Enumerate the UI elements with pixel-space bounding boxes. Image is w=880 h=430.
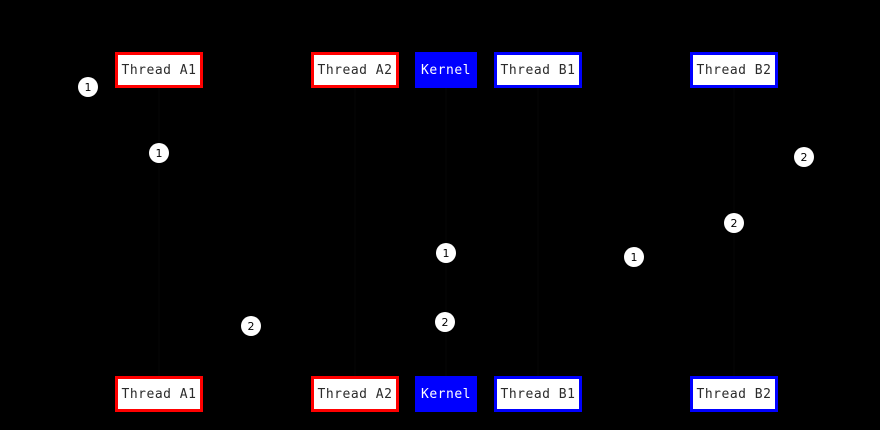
step-badge-label: 1 <box>155 146 163 160</box>
step-badge-label: 2 <box>730 216 738 230</box>
step-badge-label: 1 <box>84 80 92 94</box>
step-badge-badge-2a: 2 <box>794 147 814 167</box>
participant-label: Thread B1 <box>500 62 576 78</box>
step-badge-badge-1b: 1 <box>149 143 169 163</box>
participant-label: Thread A2 <box>317 62 393 78</box>
participant-box-thread-a2[interactable]: Thread A2 <box>311 52 399 88</box>
step-badge-badge-2d: 2 <box>241 316 261 336</box>
step-badge-label: 1 <box>442 246 450 260</box>
participant-box-thread-b1-foot[interactable]: Thread B1 <box>494 376 582 412</box>
participant-box-kernel[interactable]: Kernel <box>415 52 477 88</box>
step-badge-badge-2b: 2 <box>724 213 744 233</box>
participant-label: Thread A2 <box>317 386 393 402</box>
participant-box-thread-b1[interactable]: Thread B1 <box>494 52 582 88</box>
participant-label: Thread B2 <box>696 386 772 402</box>
step-badge-label: 1 <box>630 250 638 264</box>
participant-box-thread-a2-foot[interactable]: Thread A2 <box>311 376 399 412</box>
participant-box-thread-b2-foot[interactable]: Thread B2 <box>690 376 778 412</box>
participant-label: Thread A1 <box>121 386 197 402</box>
step-badge-badge-1c: 1 <box>436 243 456 263</box>
participant-label: Thread B1 <box>500 386 576 402</box>
step-badge-badge-1d: 1 <box>624 247 644 267</box>
participant-box-thread-b2[interactable]: Thread B2 <box>690 52 778 88</box>
participant-label: Kernel <box>421 62 471 78</box>
participant-label: Thread A1 <box>121 62 197 78</box>
participant-box-thread-a1-foot[interactable]: Thread A1 <box>115 376 203 412</box>
step-badge-badge-2c: 2 <box>435 312 455 332</box>
step-badge-badge-1a: 1 <box>78 77 98 97</box>
step-badge-label: 2 <box>247 319 255 333</box>
step-badge-label: 2 <box>800 150 808 164</box>
step-badge-label: 2 <box>441 315 449 329</box>
participant-label: Kernel <box>421 386 471 402</box>
participant-box-thread-a1[interactable]: Thread A1 <box>115 52 203 88</box>
participant-label: Thread B2 <box>696 62 772 78</box>
participant-box-kernel-foot[interactable]: Kernel <box>415 376 477 412</box>
